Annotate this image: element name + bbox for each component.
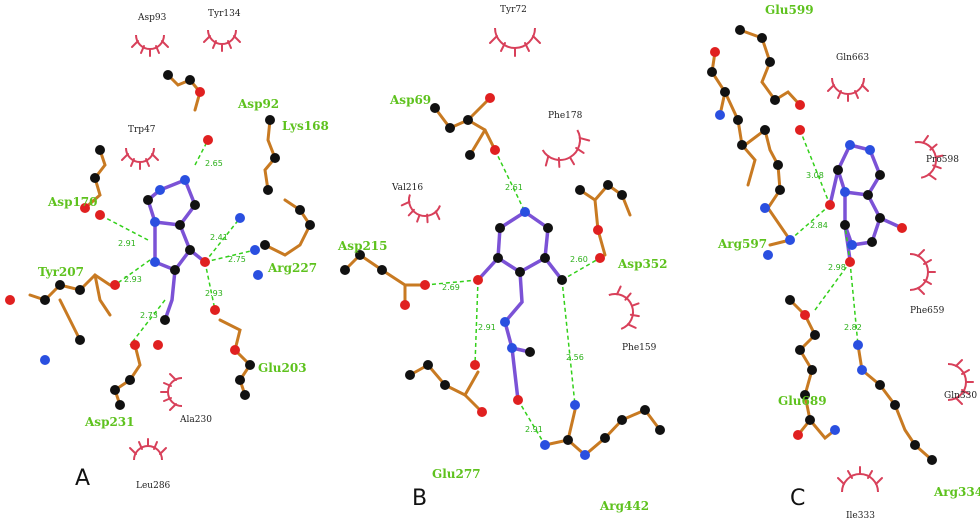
hydrophobic-arc xyxy=(129,438,167,461)
panel-b-residue-bonds xyxy=(343,96,662,457)
hbond-distance-label: 2.69 xyxy=(442,283,460,292)
hbond-residue-label: Lys168 xyxy=(282,119,329,133)
hbond-residue-label: Asp231 xyxy=(84,415,135,429)
hydrophobic-arc xyxy=(131,34,169,57)
hbond-distance-label: 2.41 xyxy=(210,233,228,242)
hbond-residue-label: Glu689 xyxy=(778,394,827,408)
hbond-distance-label: 2.84 xyxy=(810,221,828,230)
panel-c-ligand xyxy=(828,143,904,262)
hbond-distance-label: 3.08 xyxy=(806,171,824,180)
hbond-distance-label: 2.93 xyxy=(124,275,142,284)
panel-letter: B xyxy=(412,486,427,511)
hydrophobic-residue-label: Leu286 xyxy=(136,481,171,491)
panel-b: Asp69 Asp215 Asp352 Glu277 Arg442 Tyr72 … xyxy=(337,5,668,513)
hydrophobic-arc xyxy=(160,373,183,411)
hbond-distance-label: 2.60 xyxy=(570,255,588,264)
hydrophobic-arc xyxy=(608,285,640,330)
hydrophobic-arc xyxy=(121,147,159,170)
hydrophobic-arc xyxy=(827,77,869,102)
hydrophobic-residue-label: Tyr72 xyxy=(500,5,527,15)
hbond-distance-label: 2.93 xyxy=(205,289,223,298)
hbond-residue-label: Asp92 xyxy=(237,97,279,111)
hbond-residue-label: Arg442 xyxy=(599,499,649,513)
hbond-distance-label: 2.73 xyxy=(140,311,158,320)
hbond-distance-label: 2.82 xyxy=(844,323,862,332)
hbond-residue-label: Asp352 xyxy=(617,257,668,271)
hydrophobic-arc xyxy=(203,29,241,52)
hbond-residue-label: Tyr207 xyxy=(38,265,84,279)
panel-c-atoms xyxy=(707,25,937,465)
hbond-residue-label: Glu203 xyxy=(258,361,307,375)
panel-b-ligand xyxy=(476,210,564,402)
hydrophobic-arc xyxy=(400,194,441,224)
panel-a: Asp92 Lys168 Asp170 Tyr207 Arg227 Glu203… xyxy=(5,9,329,491)
hydrophobic-residue-label: Gln330 xyxy=(944,391,977,401)
hbond-distance-label: 2.91 xyxy=(525,425,543,434)
hbond-residue-label: Glu599 xyxy=(765,3,814,17)
hydrophobic-residue-label: Phe159 xyxy=(622,343,657,353)
hydrophobic-arc xyxy=(947,359,974,405)
hbond-distance-label: 2.91 xyxy=(118,239,136,248)
hydrophobic-residue-label: Ile333 xyxy=(846,511,875,521)
hydrophobic-residue-label: Asp93 xyxy=(137,13,167,23)
hydrophobic-residue-label: Gln663 xyxy=(836,53,869,63)
panel-c: Glu599 Arg597 Glu689 Arg334 Gln663 Pro59… xyxy=(707,3,980,521)
hydrophobic-residue-label: Phe178 xyxy=(548,111,583,121)
hydrophobic-residue-label: Pro598 xyxy=(926,155,959,165)
hbond-residue-label: Arg334 xyxy=(933,485,980,499)
panel-c-hbonds xyxy=(789,129,859,346)
hbond-distance-label: 2.98 xyxy=(828,263,846,272)
hbond-distance-label: 2.61 xyxy=(505,183,523,192)
hbond-distance-label: 2.91 xyxy=(478,323,496,332)
hydrophobic-arc xyxy=(489,27,541,57)
hbond-distance-label: 2.75 xyxy=(228,255,246,264)
hbond-residue-label: Glu277 xyxy=(432,467,481,481)
hydrophobic-residue-label: Val216 xyxy=(391,183,423,193)
hydrophobic-arc xyxy=(909,249,936,295)
hbond-distance-label: 2.65 xyxy=(205,159,223,168)
hydrophobic-arc xyxy=(914,134,944,181)
hydrophobic-residue-label: Tyr134 xyxy=(208,9,241,19)
hydrophobic-residue-label: Phe659 xyxy=(910,306,945,316)
panel-b-hbonds xyxy=(424,149,601,446)
panel-a-atoms xyxy=(5,70,315,410)
hbond-residue-label: Arg597 xyxy=(717,237,767,251)
hbond-residue-label: Asp170 xyxy=(47,195,98,209)
hbond-residue-label: Arg227 xyxy=(267,261,317,275)
hydrophobic-arc xyxy=(837,466,883,493)
hydrophobic-residue-label: Trp47 xyxy=(128,125,156,135)
panel-letter: A xyxy=(75,466,90,491)
hydrophobic-arc xyxy=(541,129,591,168)
hbond-distance-label: 2.56 xyxy=(566,353,584,362)
hbond-residue-label: Asp215 xyxy=(337,239,388,253)
hydrophobic-residue-label: Ala230 xyxy=(179,415,212,425)
panel-b-atoms xyxy=(340,93,665,460)
hbond-residue-label: Asp69 xyxy=(389,93,431,107)
panel-letter: C xyxy=(790,486,805,511)
